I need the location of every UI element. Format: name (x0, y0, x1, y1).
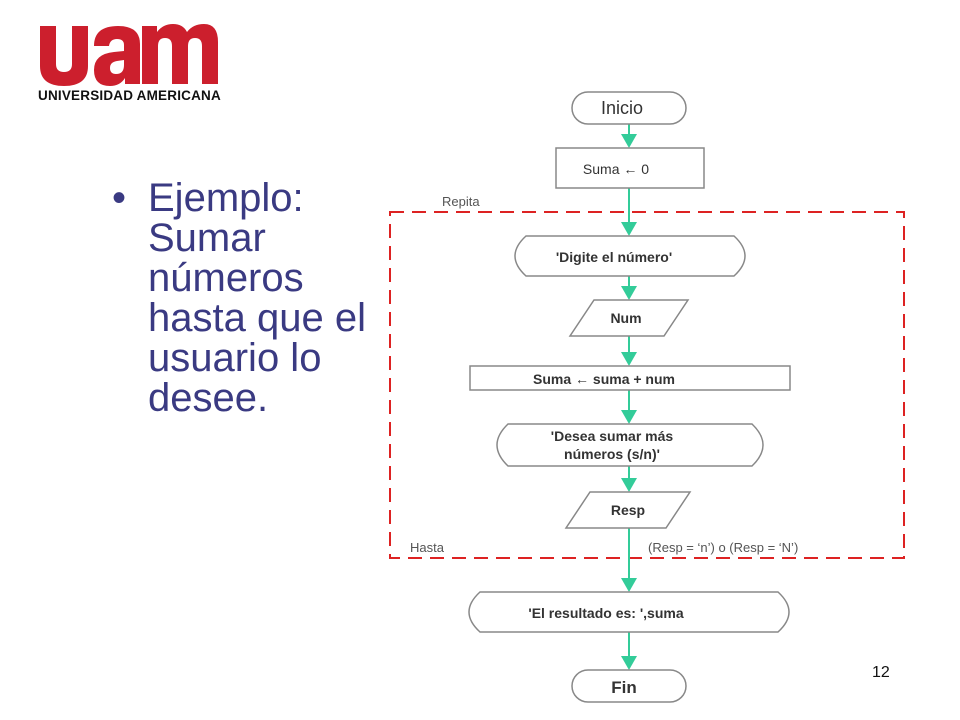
init-process (555, 147, 705, 189)
end-terminal (571, 669, 687, 703)
question-label-line1: 'Desea sumar más (551, 428, 674, 444)
logo-letter-u (40, 26, 88, 86)
question-label-line2: números (s/n)' (564, 446, 660, 462)
question-display (496, 423, 764, 467)
until-label: Hasta (410, 540, 445, 555)
logo-letter-m (142, 24, 218, 84)
num-input (568, 299, 690, 337)
result-label: 'El resultado es: ',suma (528, 605, 683, 621)
resp-input (564, 491, 692, 529)
prompt-label: 'Digite el número' (556, 249, 672, 265)
accumulate-process (469, 365, 791, 391)
resp-label: Resp (611, 502, 645, 518)
end-label: Fin (611, 678, 637, 697)
num-label: Num (610, 310, 641, 326)
start-label: Inicio (601, 98, 643, 118)
start-terminal (571, 91, 687, 125)
result-display (468, 591, 790, 633)
prompt-display (514, 235, 746, 277)
page-number: 12 (872, 664, 890, 681)
logo-subtitle: UNIVERSIDAD AMERICANA (38, 88, 221, 103)
repeat-loop-frame (389, 211, 905, 559)
logo-letter-a (94, 26, 140, 86)
accumulate-label: Suma ← suma + num (533, 371, 675, 387)
bullet-dot-icon: • (112, 176, 127, 220)
init-label: Suma ← 0 (583, 161, 649, 177)
uam-logo (40, 24, 218, 86)
bullet-text: Ejemplo: Sumar números hasta que el usua… (148, 176, 366, 420)
bullet-point: • Ejemplo: Sumar números hasta que el us… (112, 178, 412, 418)
repeat-label: Repita (442, 194, 480, 209)
until-condition: (Resp = ‘n’) o (Resp = ‘N’) (648, 540, 798, 555)
